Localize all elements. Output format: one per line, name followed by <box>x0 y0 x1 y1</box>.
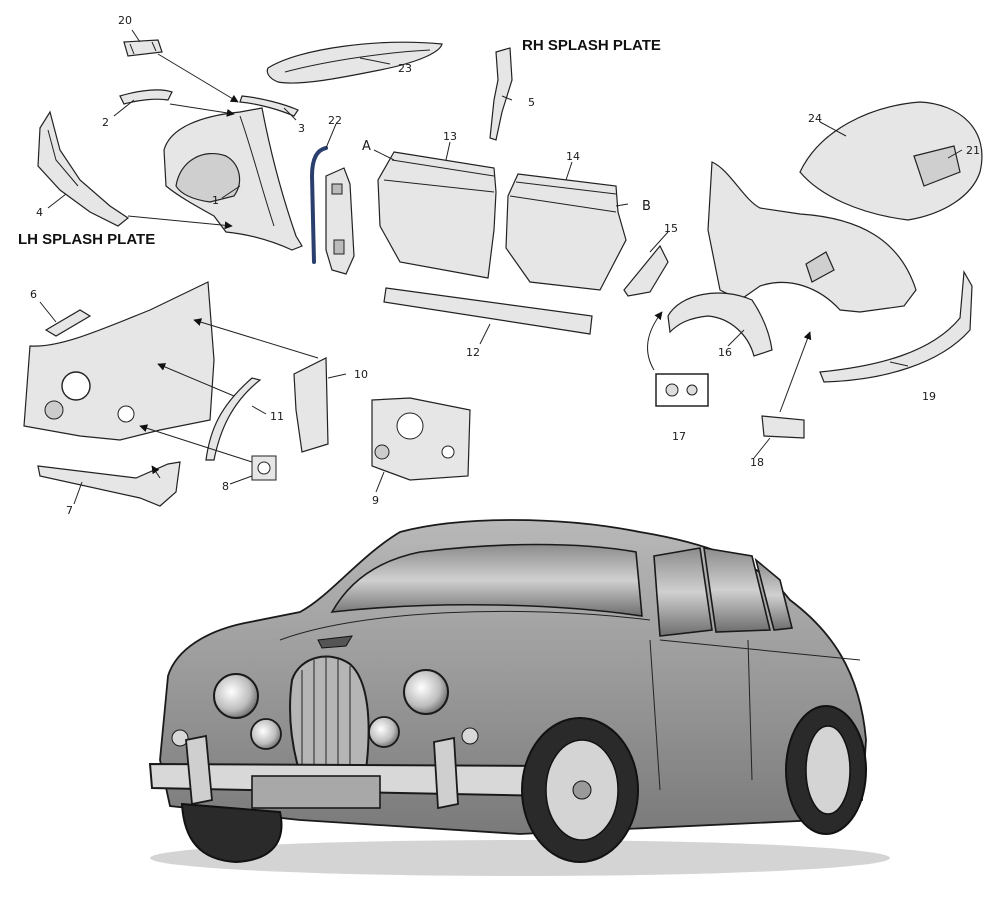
car-headlamp-left <box>213 673 259 719</box>
callout-4: 4 <box>36 206 43 219</box>
callout-9: 9 <box>372 494 379 507</box>
car-grille <box>289 655 370 776</box>
callout-14: 14 <box>566 150 580 163</box>
part-7-sill-piece <box>37 461 181 507</box>
callout-23: 23 <box>398 62 412 75</box>
part-12-sill <box>383 287 593 335</box>
callout-24: 24 <box>808 112 822 125</box>
car-foglamp-left <box>250 718 282 750</box>
callout-21: 21 <box>966 144 980 157</box>
part-5-rh-splash-plate <box>489 47 513 141</box>
callout-10: 10 <box>354 368 368 381</box>
car-number-plate <box>251 775 381 809</box>
part-6-bracket <box>44 309 92 337</box>
part-9-panel <box>371 397 471 481</box>
part-10-panel <box>293 357 329 453</box>
part-22-seal <box>309 146 328 264</box>
part-15-bracket <box>623 244 669 297</box>
callout-7: 7 <box>66 504 73 517</box>
callout-labels: 20 23 2 3 5 4 1 22 13 14 15 12 16 19 24 … <box>30 14 980 517</box>
part-23-panel <box>266 41 443 84</box>
rh-splash-plate-heading: RH SPLASH PLATE <box>522 37 661 54</box>
callout-19: 19 <box>922 390 936 403</box>
part-17-fastener <box>655 373 709 407</box>
car-headlamp-right <box>403 669 449 715</box>
car-wheel-front-left <box>180 802 283 864</box>
callout-12: 12 <box>466 346 480 359</box>
lh-splash-plate-heading: LH SPLASH PLATE <box>18 231 155 248</box>
callout-6: 6 <box>30 288 37 301</box>
part-20-bracket <box>123 39 163 57</box>
car-foglamp-right <box>368 716 400 748</box>
callout-8: 8 <box>222 480 229 493</box>
callout-15: 15 <box>664 222 678 235</box>
part-24-boot-lid <box>799 101 983 221</box>
part-14-rear-door <box>505 173 627 291</box>
callout-3: 3 <box>298 122 305 135</box>
leader-arrows <box>39 29 963 505</box>
car-wheel-rear <box>785 705 867 835</box>
callout-16: 16 <box>718 346 732 359</box>
car-illustration <box>148 519 890 876</box>
callout-5: 5 <box>528 96 535 109</box>
front-inner-wing <box>23 281 215 441</box>
callout-2: 2 <box>102 116 109 129</box>
callout-1: 1 <box>212 194 219 207</box>
part-2-strip <box>119 89 173 105</box>
callout-18: 18 <box>750 456 764 469</box>
marker-b: B <box>642 199 651 214</box>
part-16-wheel-arch <box>667 292 773 357</box>
part-1-front-wing <box>163 107 303 251</box>
marker-a: A <box>362 139 371 154</box>
callout-11: 11 <box>270 410 284 423</box>
part-19-rear-apron <box>819 270 973 383</box>
callout-22: 22 <box>328 114 342 127</box>
rear-wing <box>707 161 917 313</box>
part-18-plate <box>761 415 805 439</box>
callout-20: 20 <box>118 14 132 27</box>
part-4-lh-splash-plate <box>37 110 130 227</box>
callout-13: 13 <box>443 130 457 143</box>
callout-17: 17 <box>672 430 686 443</box>
a-post-panel <box>325 167 355 275</box>
part-3-strip <box>239 95 299 117</box>
part-11-arch <box>205 377 262 461</box>
part-8-grommet <box>251 455 277 481</box>
car-wheel-front <box>521 717 639 863</box>
part-13-front-door <box>377 151 497 279</box>
